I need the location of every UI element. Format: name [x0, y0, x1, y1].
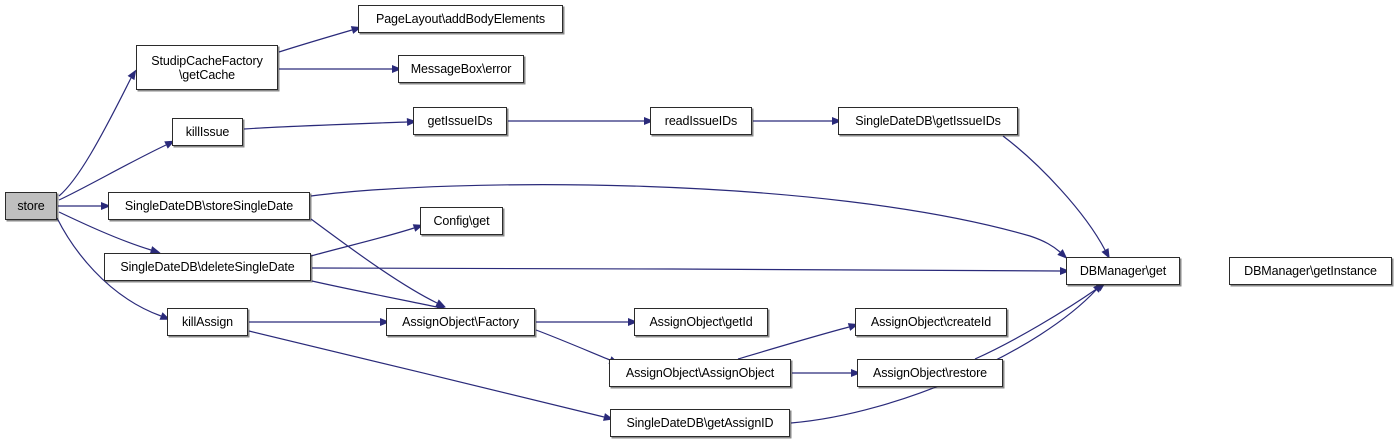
- edge-arrowhead: [832, 117, 842, 125]
- graph-node-label: killIssue: [185, 125, 230, 139]
- graph-node-deletesingle[interactable]: SingleDateDB\deleteSingleDate: [104, 253, 311, 281]
- graph-node-label: AssignObject\getId: [649, 315, 753, 329]
- edge-arrowhead: [1060, 267, 1070, 275]
- graph-node-label: killAssign: [181, 315, 234, 329]
- edge-arrowhead: [392, 65, 402, 73]
- graph-node-sddgetassign[interactable]: SingleDateDB\getAssignID: [610, 409, 790, 437]
- edge: [1002, 135, 1106, 251]
- edge: [311, 280, 438, 308]
- edge: [311, 267, 1061, 272]
- graph-node-killissue[interactable]: killIssue: [172, 118, 243, 146]
- edge-arrowhead: [644, 117, 654, 125]
- edge-arrowhead: [628, 318, 638, 326]
- graph-node-label: PageLayout\addBodyElements: [375, 12, 546, 26]
- edge-arrowhead: [101, 202, 111, 210]
- graph-node-label: AssignObject\restore: [872, 366, 988, 380]
- graph-node-label: SingleDateDB\getIssueIDs: [855, 114, 1001, 128]
- graph-node-aogetid[interactable]: AssignObject\getId: [634, 308, 768, 336]
- graph-node-addbody[interactable]: PageLayout\addBodyElements: [358, 5, 563, 33]
- edge-arrowhead: [149, 246, 161, 254]
- graph-node-label: Config\get: [433, 214, 490, 228]
- graph-node-dbmget[interactable]: DBManager\get: [1066, 257, 1180, 285]
- graph-node-aoassign[interactable]: AssignObject\AssignObject: [609, 359, 791, 387]
- graph-node-cachefactory[interactable]: StudipCacheFactory \getCache: [136, 45, 278, 90]
- edge: [58, 77, 132, 197]
- graph-node-configget[interactable]: Config\get: [420, 207, 503, 235]
- graph-node-label: SingleDateDB\deleteSingleDate: [120, 260, 295, 274]
- graph-node-dbmgetinst[interactable]: DBManager\getInstance: [1229, 257, 1392, 285]
- graph-node-label: DBManager\getInstance: [1244, 264, 1377, 278]
- graph-node-aofactory[interactable]: AssignObject\Factory: [386, 308, 535, 336]
- graph-node-storesingle[interactable]: SingleDateDB\storeSingleDate: [108, 192, 310, 220]
- graph-node-label: SingleDateDB\getAssignID: [626, 416, 774, 430]
- graph-node-label: SingleDateDB\storeSingleDate: [124, 199, 294, 213]
- edge: [310, 227, 415, 257]
- edge: [243, 121, 408, 130]
- edge-arrowhead: [1093, 282, 1103, 293]
- graph-node-label: AssignObject\Factory: [402, 315, 519, 329]
- edge: [535, 329, 611, 361]
- graph-node-label: AssignObject\AssignObject: [625, 366, 775, 380]
- graph-node-label: store: [17, 199, 45, 213]
- edge-arrowhead: [1057, 249, 1068, 259]
- edge: [248, 330, 605, 418]
- graph-node-label: readIssueIDs: [664, 114, 738, 128]
- graph-node-label: StudipCacheFactory \getCache: [151, 53, 263, 82]
- edge-arrowhead: [127, 69, 137, 81]
- edge: [310, 218, 438, 304]
- graph-node-killassign[interactable]: killAssign: [167, 308, 248, 336]
- edge: [58, 211, 152, 251]
- edge: [58, 144, 167, 201]
- edge: [310, 184, 1061, 253]
- graph-node-getissueids[interactable]: getIssueIDs: [413, 107, 507, 135]
- edge: [56, 217, 162, 317]
- graph-node-readissueids[interactable]: readIssueIDs: [650, 107, 752, 135]
- edge: [278, 29, 353, 53]
- graph-node-aorestore[interactable]: AssignObject\restore: [857, 359, 1003, 387]
- edge-arrowhead: [380, 318, 390, 326]
- edge: [974, 287, 1099, 360]
- graph-node-label: DBManager\get: [1079, 264, 1167, 278]
- edge-arrowhead: [851, 369, 861, 377]
- edge-arrowhead: [1101, 248, 1110, 259]
- graph-node-msgerror[interactable]: MessageBox\error: [398, 55, 524, 83]
- graph-node-label: getIssueIDs: [427, 114, 493, 128]
- graph-node-label: AssignObject\createId: [870, 315, 992, 329]
- graph-node-store[interactable]: store: [5, 192, 57, 220]
- edge-arrowhead: [406, 118, 417, 126]
- graph-node-sddgetissue[interactable]: SingleDateDB\getIssueIDs: [838, 107, 1018, 135]
- graph-node-label: MessageBox\error: [410, 62, 512, 76]
- edge: [737, 326, 850, 360]
- graph-node-aocreateid[interactable]: AssignObject\createId: [855, 308, 1007, 336]
